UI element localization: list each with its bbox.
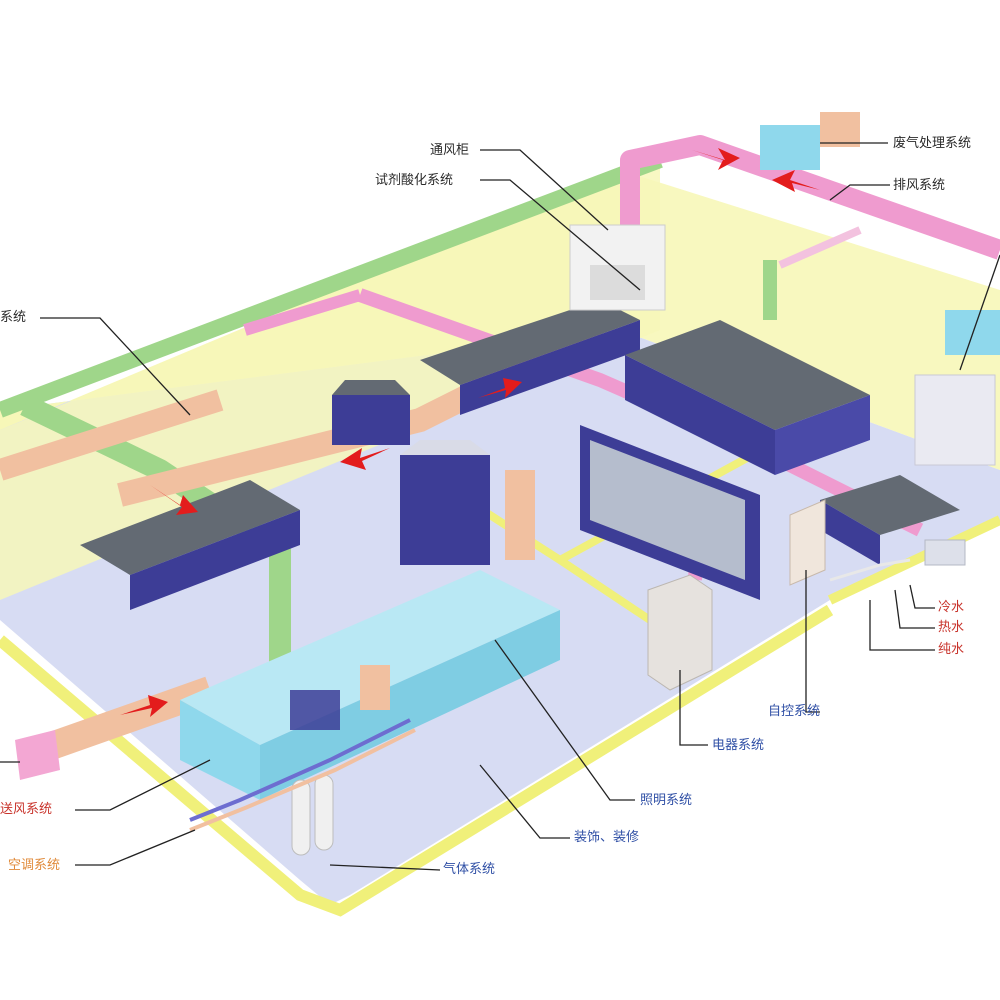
label-lighting-system: 照明系统 — [640, 793, 693, 808]
floor-edge-right — [827, 515, 1000, 605]
label-supply-system: 送风系统 — [0, 802, 53, 817]
label-left-cut: 系统 — [0, 310, 27, 325]
leader-lighting — [494, 639, 635, 801]
leader-decoration — [479, 764, 570, 839]
leader-pure-water — [869, 600, 935, 651]
label-hot-water: 热水 — [938, 620, 965, 635]
lab-bench-center-base — [460, 320, 640, 415]
lab-bench-center — [420, 300, 640, 385]
scrubber-unit — [914, 374, 996, 466]
glass-cabinet-panels — [590, 440, 745, 580]
gas-cylinder — [314, 774, 334, 851]
bench-right-base — [820, 500, 880, 565]
electrical-cabinet — [647, 574, 713, 691]
orange-duct-left — [0, 389, 224, 481]
pink-duct-left — [243, 289, 362, 336]
ac-pipes — [189, 718, 411, 822]
leader-left-cut — [40, 317, 191, 416]
leader-cold-water — [909, 584, 935, 609]
flow-arrow — [340, 448, 390, 470]
ac-pipes — [189, 728, 416, 832]
tall-cabinet-top — [400, 440, 490, 455]
leader-right — [959, 254, 1000, 371]
leader-supply — [75, 759, 211, 811]
pink-duct-main — [620, 135, 1000, 260]
leader-autocontrol — [805, 570, 820, 713]
leader-hot-water — [894, 589, 935, 629]
exhaust-fan — [820, 112, 860, 147]
label-fume-hood: 通风柜 — [430, 143, 470, 158]
ahu-coil — [290, 690, 340, 730]
fresh-air-inlet — [15, 730, 60, 780]
water-line — [829, 558, 911, 582]
ahu-coil — [360, 665, 390, 710]
ahu-top — [180, 570, 560, 745]
label-pure-water: 纯水 — [938, 642, 965, 657]
label-exhaust-system: 排风系统 — [893, 178, 946, 193]
label-gas-system: 气体系统 — [443, 862, 496, 877]
floor-edge-front — [0, 604, 834, 917]
small-cabinet — [332, 395, 410, 445]
lab-bench-left-base — [130, 510, 300, 610]
green-duct-top — [0, 152, 663, 418]
flow-arrow — [120, 695, 168, 717]
water-tank — [924, 539, 966, 566]
leader-fume-hood — [480, 149, 609, 231]
flow-arrow — [150, 485, 198, 515]
leader-lines — [0, 142, 1000, 871]
exhaust-treatment-unit — [760, 125, 820, 170]
label-reagent-system: 试剂酸化系统 — [375, 173, 454, 188]
ahu-side — [260, 610, 560, 800]
tall-cabinet — [400, 455, 490, 565]
lab-island-base — [625, 355, 775, 475]
flow-arrow — [478, 378, 522, 398]
flow-arrow — [772, 170, 820, 192]
leader-reagent — [480, 179, 641, 291]
flow-arrow — [692, 148, 740, 170]
label-electric-system: 电器系统 — [712, 738, 765, 753]
bench-right — [820, 475, 960, 535]
label-exhaust-treatment: 废气处理系统 — [893, 136, 972, 151]
pink-duct-thin — [778, 226, 862, 269]
autocontrol-panel — [789, 499, 826, 586]
label-ac-system: 空调系统 — [8, 858, 61, 873]
lab-island — [625, 320, 870, 430]
label-cold-water: 冷水 — [938, 600, 965, 615]
gas-cylinder — [291, 779, 311, 856]
back-wall-right — [620, 170, 1000, 470]
ahu-front — [180, 700, 260, 800]
lab-bench-left — [80, 480, 300, 575]
small-cabinet-top — [332, 380, 410, 395]
leader-gas — [329, 864, 441, 871]
leader-exhaust — [829, 184, 890, 201]
label-decoration: 装饰、装修 — [574, 830, 640, 845]
leader-electric — [679, 670, 708, 746]
lab-island-side — [775, 395, 870, 475]
label-autocontrol-system: 自控系统 — [768, 704, 821, 719]
flow-arrows — [120, 148, 820, 717]
leader-ac — [75, 829, 196, 866]
